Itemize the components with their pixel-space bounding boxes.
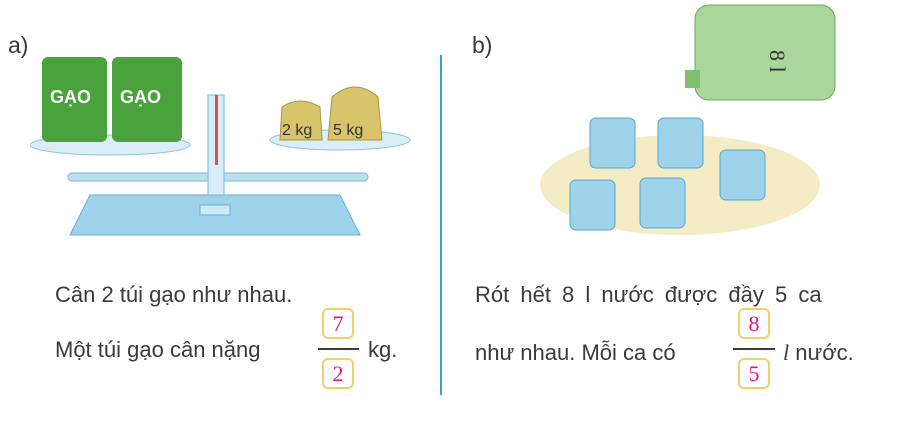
unit-suffix: nước. [789,340,854,365]
part-a-line1: Cân 2 túi gạo như nhau. [55,282,293,307]
water-jug: 8 l [685,4,836,101]
rice-bag: GẠO [42,57,107,142]
part-b-line2: như nhau. Mỗi ca có [475,340,676,365]
liter-symbol: l [783,340,790,365]
part-b-unit: l nước. [783,340,854,366]
part-a-unit: kg. [368,337,398,362]
fraction-bar [733,348,775,350]
part-b-label: b) [472,32,493,58]
weight-5kg: 5 kg [327,86,383,141]
rice-bag-label: GẠO [50,87,91,107]
weight-5kg-label: 5 kg [333,122,363,139]
water-jug-illustration: 8 l [540,4,836,235]
part-a-label: a) [8,32,29,58]
fraction-bar [318,348,359,350]
denominator-answer-box: 5 [738,358,770,389]
weight-2kg-label: 2 kg [282,122,312,139]
numerator-answer-box: 7 [322,308,354,339]
rice-bag: GẠO [112,57,182,142]
divider [440,55,442,395]
weight-2kg: 2 kg [279,100,323,141]
rice-bag-label: GẠO [120,87,161,107]
part-a-line2: Một túi gạo cân nặng [55,337,261,362]
jug-label: 8 l [765,50,790,73]
cups [569,117,766,231]
denominator-answer-box: 2 [322,358,354,389]
numerator-answer-box: 8 [738,308,770,339]
part-b-line1: Rót hết 8 l nước được đầy 5 ca [475,282,822,307]
balance-scale-illustration: GẠO GẠO 2 kg 5 kg [30,57,411,236]
